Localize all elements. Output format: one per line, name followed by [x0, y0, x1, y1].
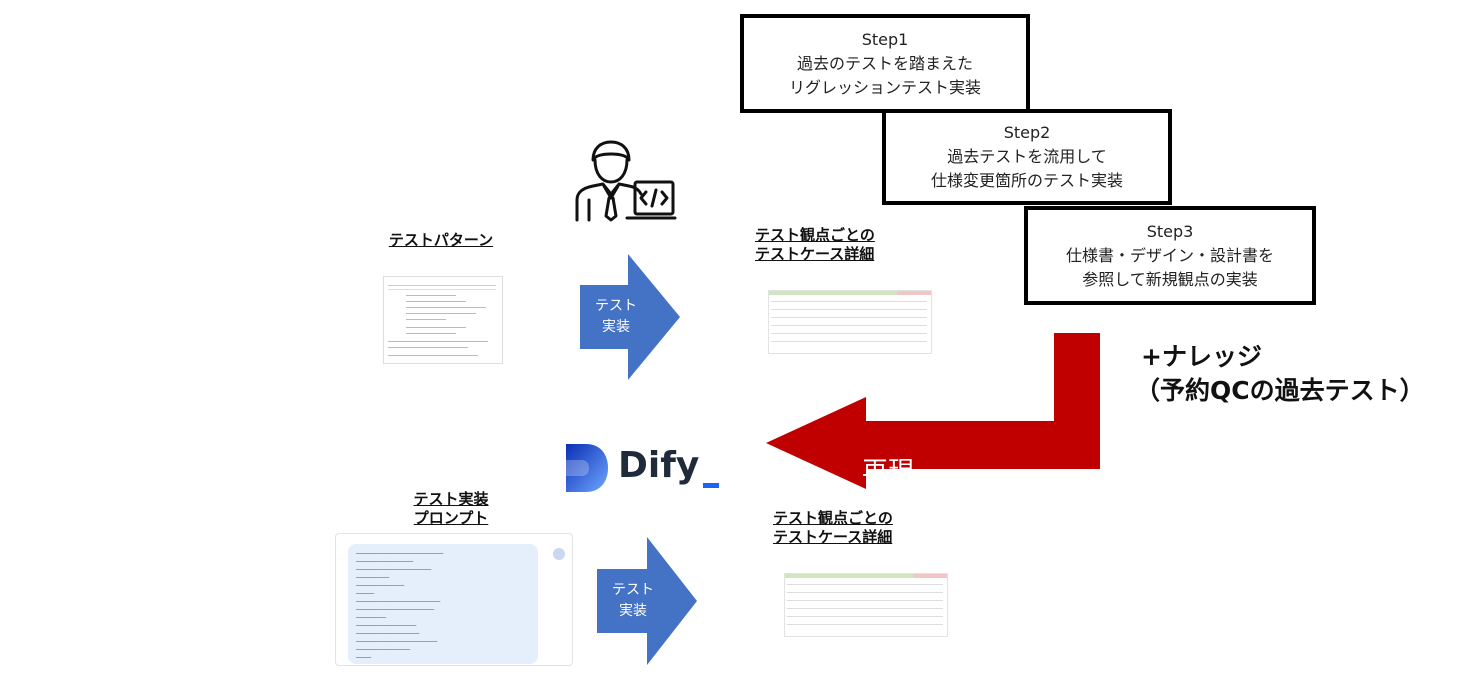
- prompt-label: テスト実装 プロンプト: [413, 490, 489, 527]
- knowledge-text: +ナレッジ （予約QCの過去テスト）: [1135, 342, 1425, 405]
- prompt-screenshot: ───────────────────────────── ──────────…: [335, 533, 573, 666]
- top-implement-arrow: [580, 254, 680, 380]
- step3-title: Step3: [1146, 221, 1194, 241]
- bottom-arrow-label: テスト 実装: [612, 582, 654, 619]
- step2-line2: 仕様変更箇所のテスト実装: [930, 171, 1123, 190]
- step2-title: Step2: [1003, 123, 1051, 142]
- reproduce-arrow: [766, 333, 1100, 489]
- step2-box: Step2 過去テストを流用して 仕様変更箇所のテスト実装: [882, 109, 1172, 205]
- bottom-implement-arrow: [597, 537, 697, 665]
- detail-table-thumbnail-bottom: [784, 573, 948, 637]
- detail-label-bottom: テスト観点ごとの テストケース詳細: [773, 509, 893, 546]
- step1-line2: リグレッションテスト実装: [788, 77, 981, 97]
- avatar: [553, 548, 565, 560]
- step3-line2: 参照して新規観点の実装: [1082, 269, 1258, 289]
- test-pattern-thumbnail: [383, 276, 503, 364]
- step1-box: Step1 過去のテストを踏まえた リグレッションテスト実装: [740, 14, 1030, 113]
- detail-table-thumbnail-top: [768, 290, 932, 354]
- detail-label-top: テスト観点ごとの テストケース詳細: [755, 226, 875, 263]
- step3-line1: 仕様書・デザイン・設計書を: [1065, 245, 1274, 265]
- dify-logo-text: Dify: [618, 445, 700, 486]
- prompt-bubble: ───────────────────────────── ──────────…: [348, 544, 538, 664]
- developer-icon: [571, 128, 679, 236]
- step2-line1: 過去テストを流用して: [947, 147, 1107, 166]
- dify-logo: Dify: [562, 436, 724, 499]
- step1-title: Step1: [861, 29, 909, 49]
- step3-box: Step3 仕様書・デザイン・設計書を 参照して新規観点の実装: [1024, 206, 1316, 305]
- top-arrow-label: テスト 実装: [595, 298, 637, 335]
- step1-line1: 過去のテストを踏まえた: [796, 53, 973, 73]
- test-pattern-label: テストパターン: [388, 231, 494, 249]
- reproduce-label: 再現: [862, 457, 915, 487]
